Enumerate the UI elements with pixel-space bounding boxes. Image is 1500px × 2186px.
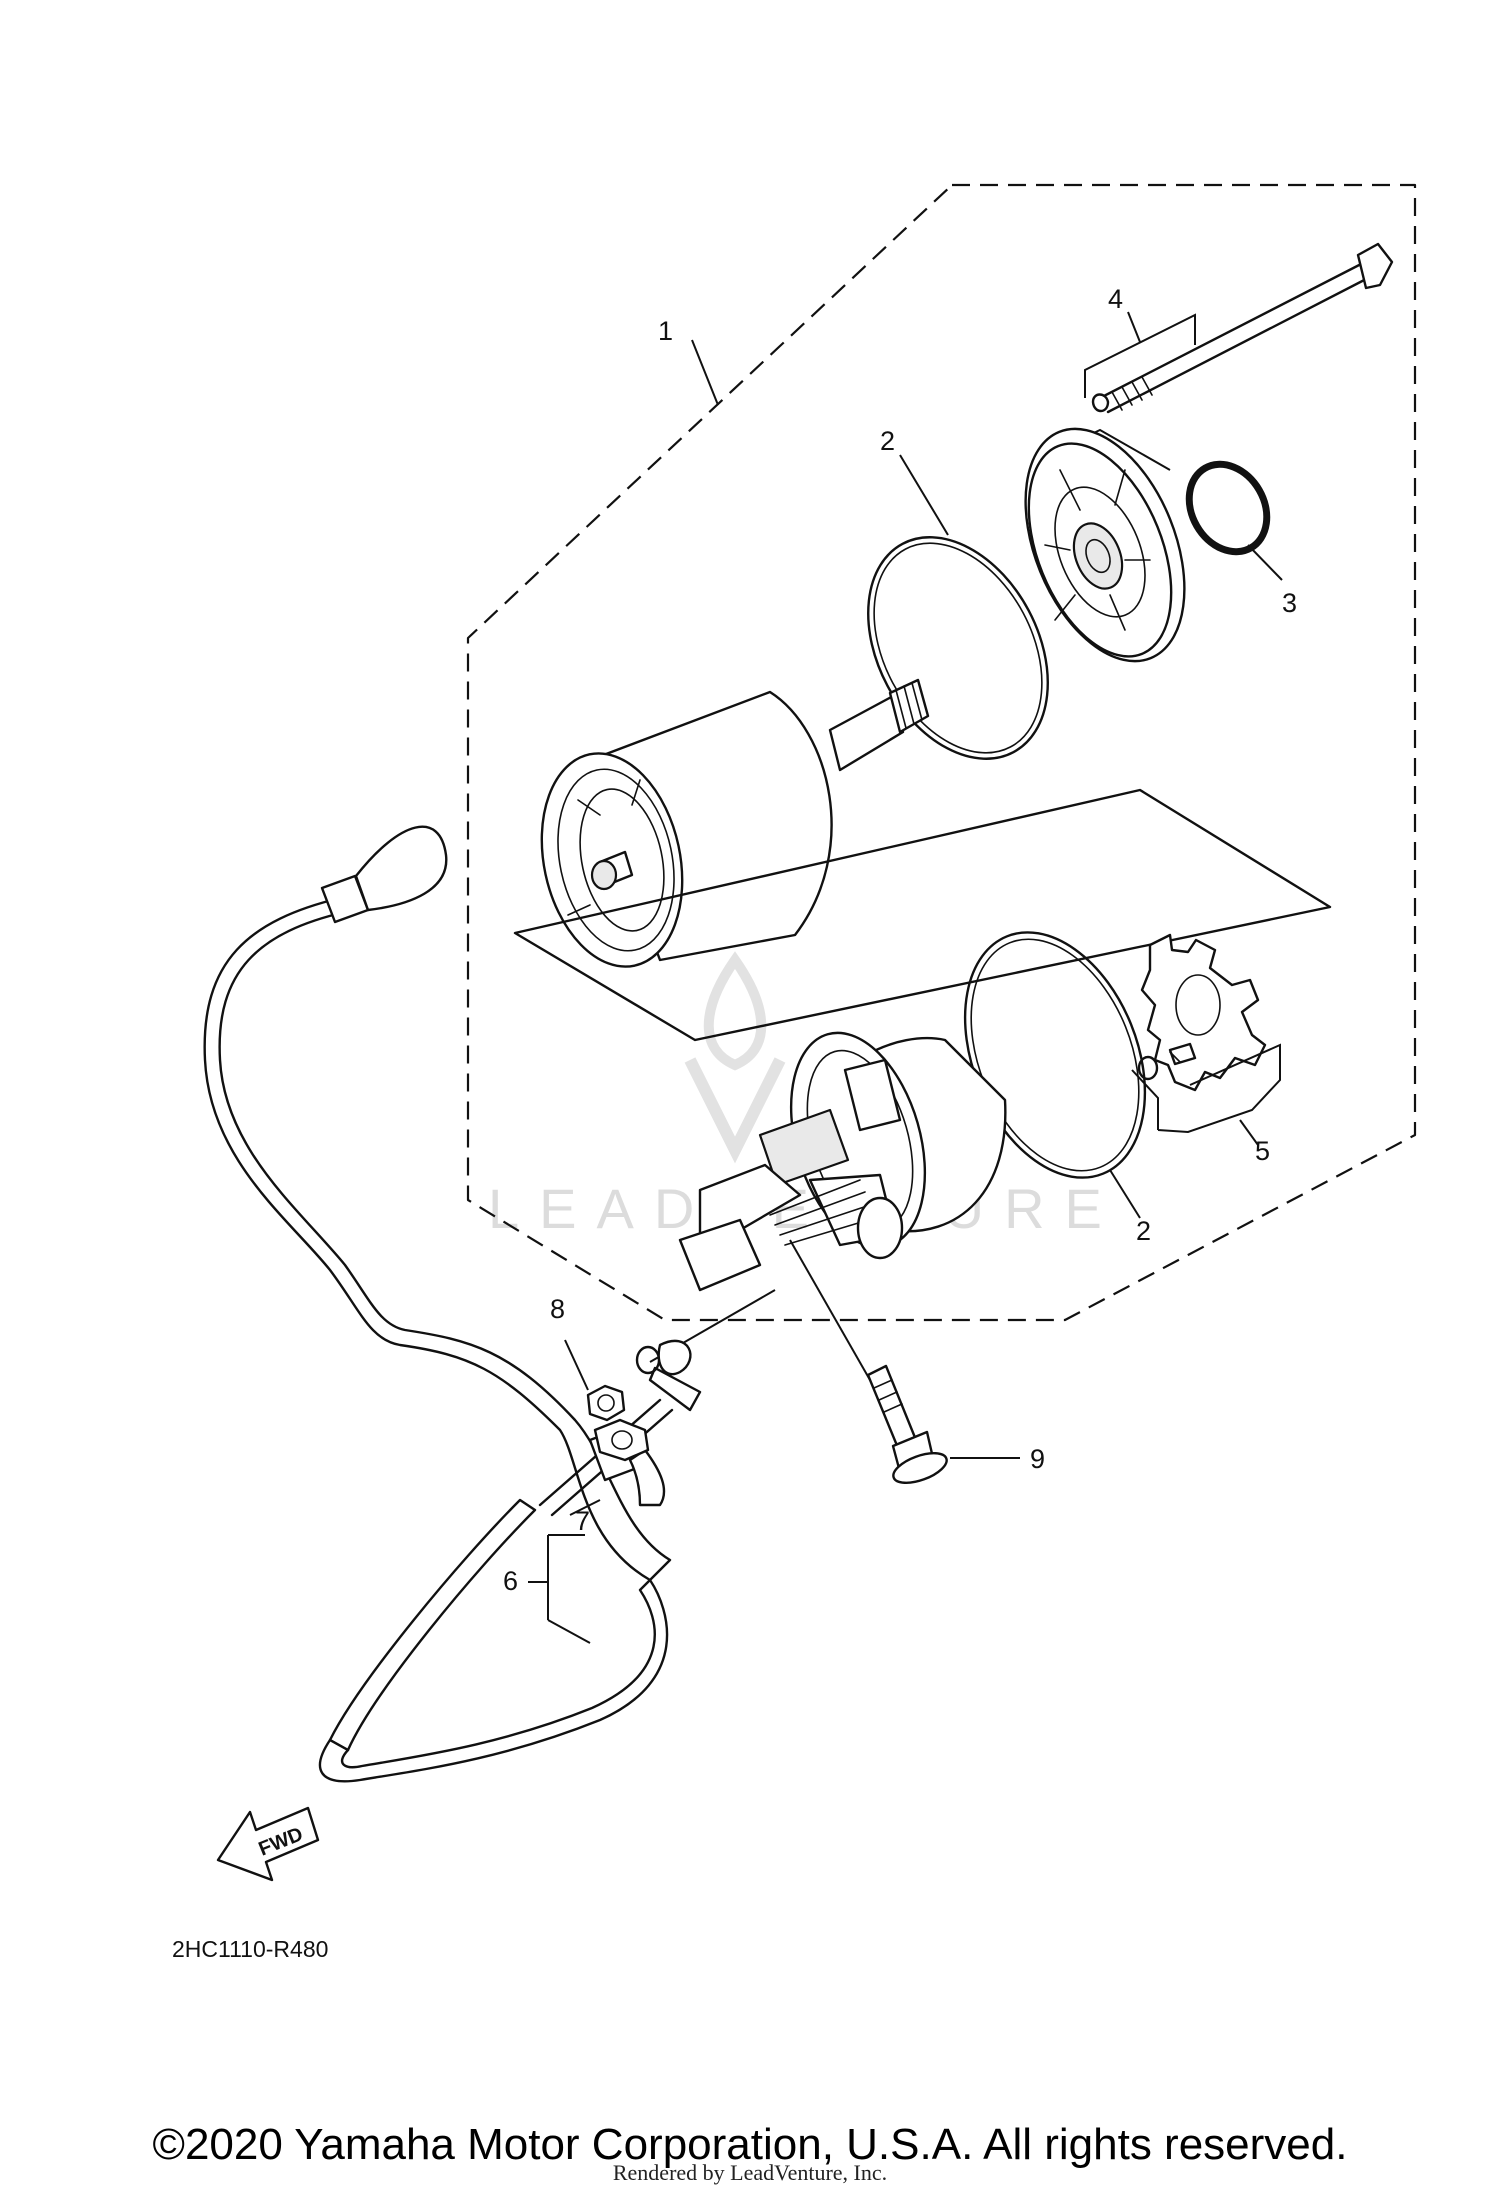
leader-2-lower	[1109, 1169, 1141, 1219]
leader-5	[1239, 1119, 1259, 1146]
terminal-7	[593, 1418, 650, 1462]
callout-9: 9	[1030, 1444, 1045, 1474]
fwd-arrow-icon: FWD	[216, 1806, 320, 1882]
leader-2-upper	[899, 454, 949, 536]
callout-2-lower: 2	[1136, 1216, 1151, 1246]
brush-holder	[1137, 933, 1267, 1092]
bracket-4	[1084, 313, 1196, 398]
mounting-bolt-9	[789, 1239, 1020, 1484]
starter-cable-6	[203, 825, 702, 1783]
leader-1	[691, 339, 719, 406]
diagram-code: 2HC1110-R480	[172, 1936, 328, 1962]
callout-4: 4	[1108, 284, 1123, 314]
through-bolt	[1091, 242, 1394, 414]
armature-shaft	[828, 678, 930, 772]
armature-tray	[513, 788, 1332, 1042]
callout-5: 5	[1255, 1136, 1270, 1166]
copyright-notice: ©2020 Yamaha Motor Corporation, U.S.A. A…	[152, 2120, 1348, 2169]
callout-7: 7	[575, 1506, 590, 1536]
callout-3: 3	[1282, 588, 1297, 618]
rear-housing	[678, 1031, 1007, 1292]
nut-8	[564, 1339, 626, 1422]
o-ring-3	[1185, 460, 1271, 556]
watermark-text: LEADVENTURE	[488, 1177, 1122, 1240]
bracket-5	[1131, 1043, 1281, 1134]
leader-3	[1247, 544, 1283, 581]
bracket-6-7	[547, 1534, 585, 1620]
o-ring-2-upper	[867, 536, 1049, 760]
front-cover	[1024, 427, 1186, 663]
bracket-6-bottom	[547, 1619, 591, 1644]
leader-4	[1127, 311, 1141, 343]
callout-8: 8	[550, 1294, 565, 1324]
leader-7	[569, 1499, 601, 1516]
callout-1: 1	[658, 316, 673, 346]
callout-6: 6	[503, 1566, 518, 1596]
assembly-boundary	[466, 183, 1417, 1322]
callout-2-upper: 2	[880, 426, 895, 456]
yoke-housing	[540, 690, 833, 968]
leader-8	[564, 1339, 589, 1391]
rendered-by-credit: Rendered by LeadVenture, Inc.	[612, 2160, 888, 2185]
small-washer-5	[1137, 1055, 1159, 1081]
